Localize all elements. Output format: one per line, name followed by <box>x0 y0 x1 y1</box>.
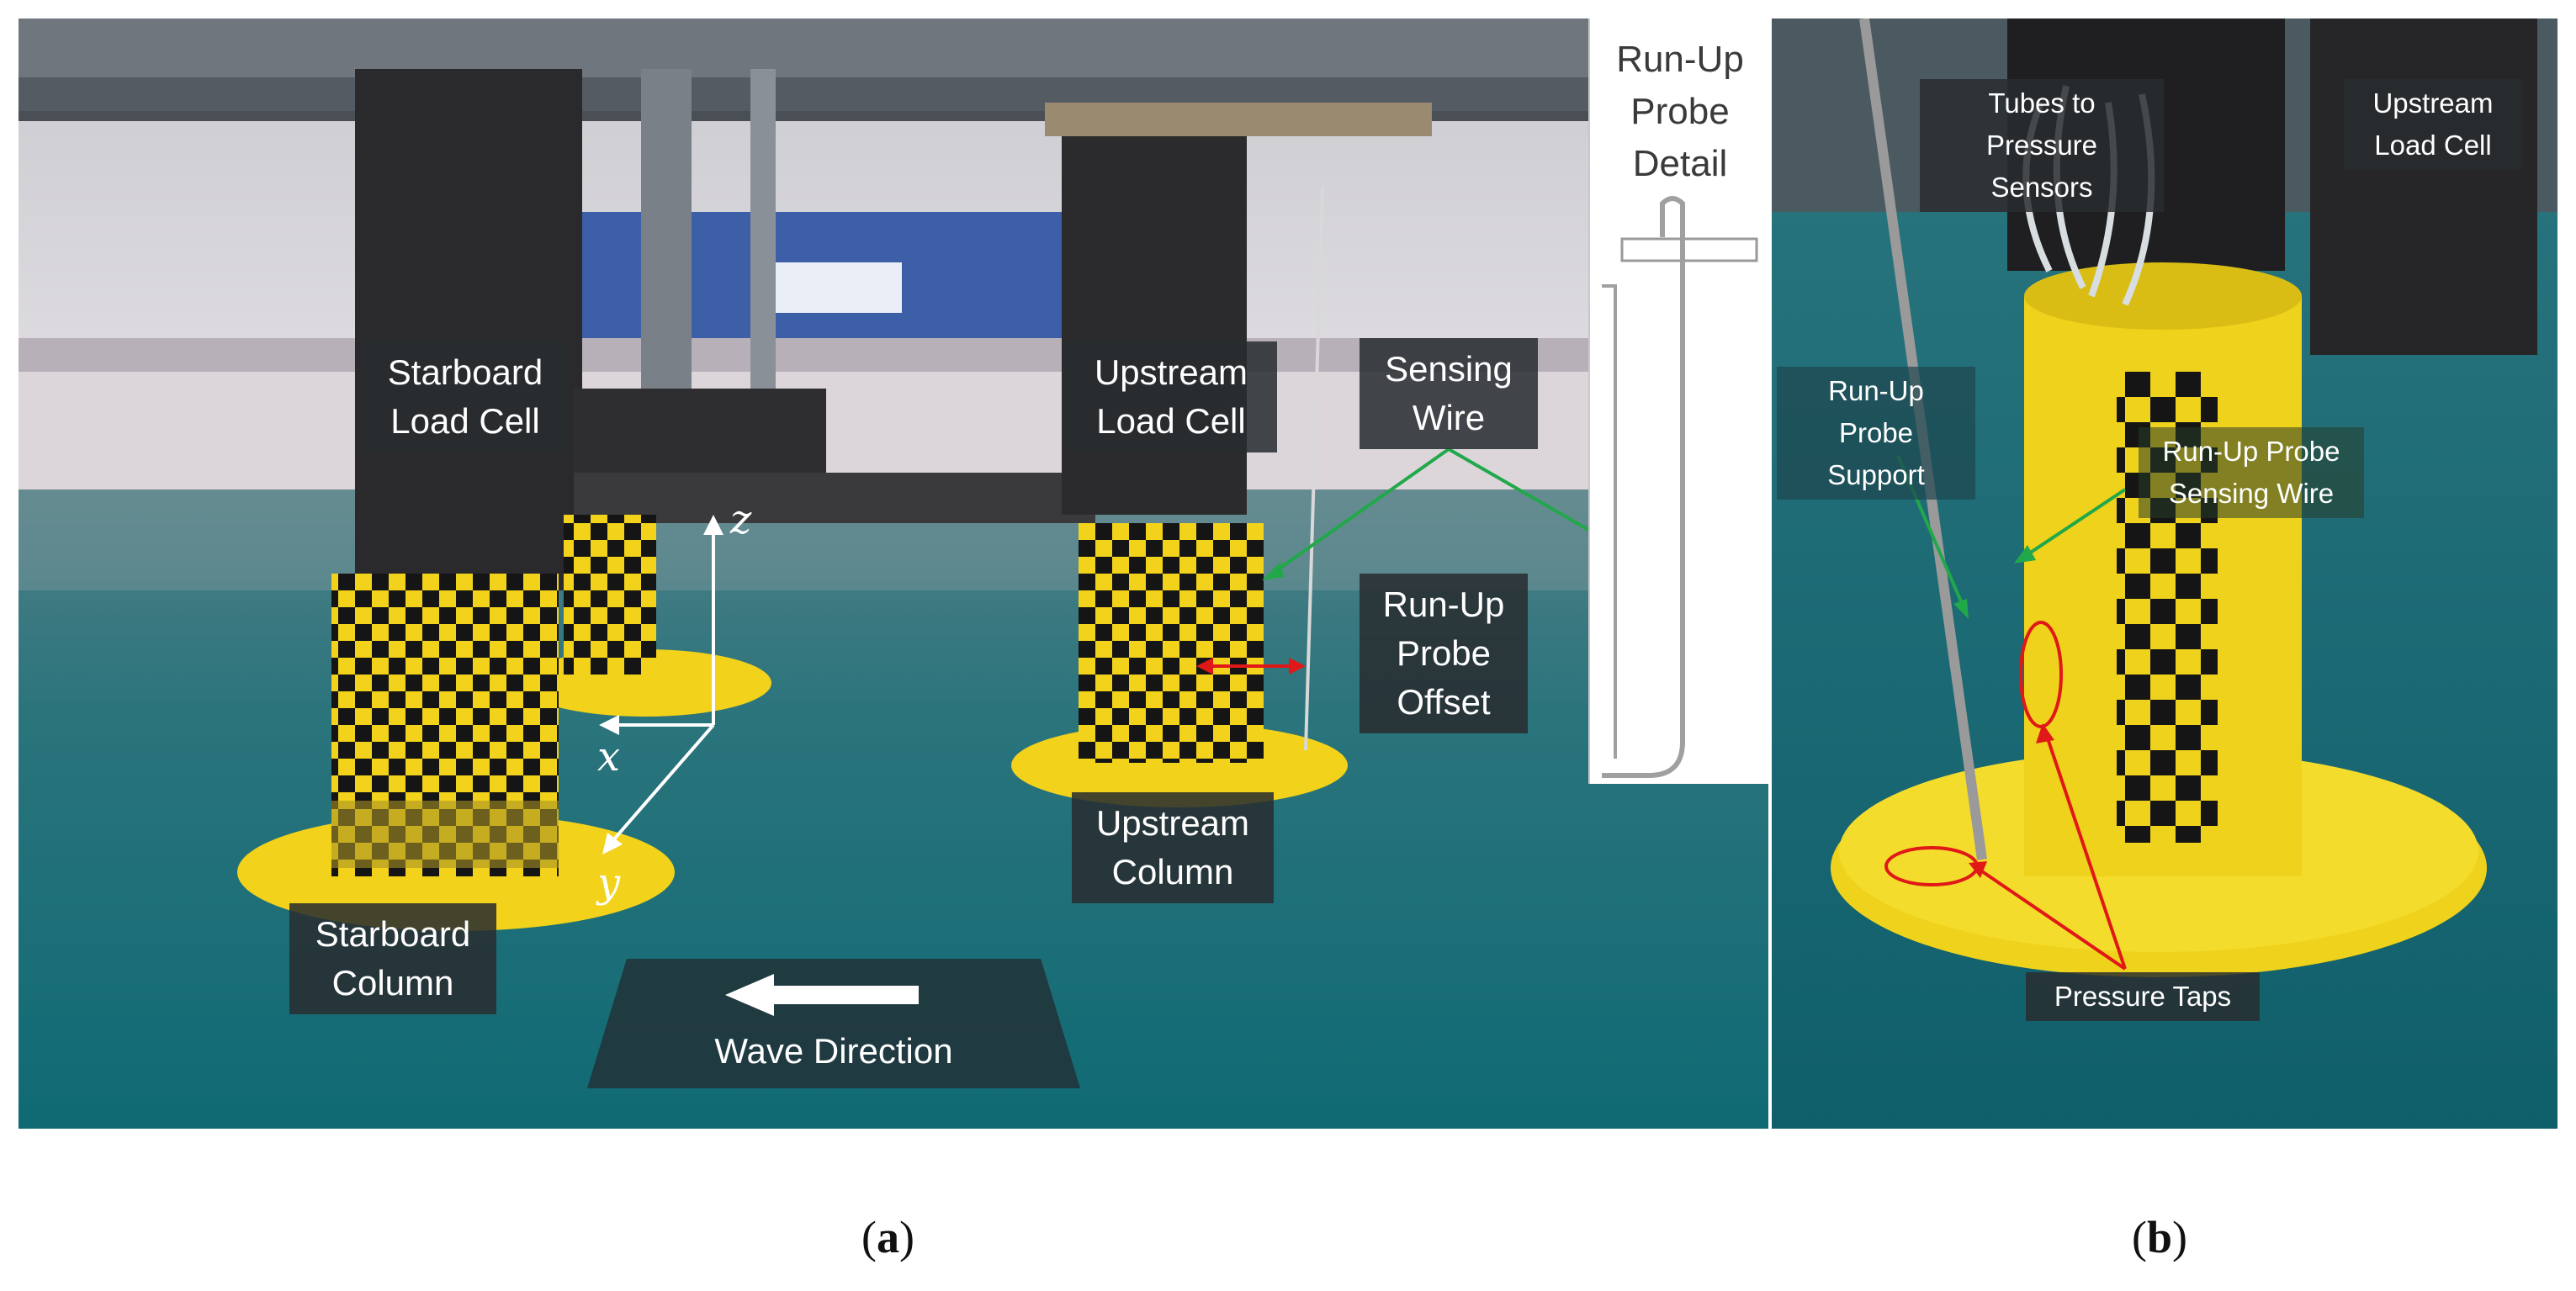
axis-y-label: y <box>597 860 621 907</box>
upstream-column <box>1079 523 1264 763</box>
pressure-tap-arrowheads <box>1969 723 2054 878</box>
label-upstream-column: Upstream Column <box>1072 792 1274 903</box>
label-starboard-column: Starboard Column <box>289 903 496 1014</box>
probe-detail-inset: Run-Up Probe Detail <box>1588 19 1768 784</box>
upstream-load-cell-housing <box>2310 19 2537 355</box>
label-upstream-load-cell-b: Upstream Load Cell <box>2344 79 2522 170</box>
axis-z-label: z <box>730 496 752 543</box>
label-runup-probe-sensing-wire: Run-Up Probe Sensing Wire <box>2139 427 2364 518</box>
label-wave-direction: Wave Direction <box>714 1031 953 1071</box>
label-sensing-wire: Sensing Wire <box>1360 338 1538 449</box>
column-closeup-photo <box>1772 19 2557 1129</box>
probe-detail-drawing <box>1602 196 1758 778</box>
coordinate-axes <box>599 515 724 854</box>
probe-detail-title: Run-Up Probe Detail <box>1616 39 1744 184</box>
label-tubes-to-pressure-sensors: Tubes to Pressure Sensors <box>1920 79 2164 212</box>
starboard-load-cell-block <box>355 69 582 590</box>
sensing-wire <box>1304 186 1324 751</box>
axis-x-label: x <box>597 733 621 780</box>
probe-offset-arrow <box>1196 658 1306 675</box>
label-starboard-load-cell: Starboard Load Cell <box>362 341 569 452</box>
photo-panel-b: Tubes to Pressure Sensors Upstream Load … <box>1772 19 2557 1129</box>
caption-b: (b) <box>2132 1212 2188 1262</box>
wave-direction-panel <box>587 959 1080 1088</box>
label-pressure-taps: Pressure Taps <box>2026 972 2260 1021</box>
label-upstream-load-cell: Upstream Load Cell <box>1065 341 1277 452</box>
caption-a: (a) <box>861 1212 914 1262</box>
wave-direction-arrow <box>725 974 919 1016</box>
photo-panel-a: Run-Up Probe Detail Starboard Load Cell … <box>19 19 1768 1129</box>
label-runup-probe-offset: Run-Up Probe Offset <box>1360 574 1528 733</box>
caption-a-letter: a <box>876 1212 899 1262</box>
frame-beam <box>574 473 1095 523</box>
upstream-load-cell-block <box>1062 136 1247 515</box>
label-runup-probe-support: Run-Up Probe Support <box>1777 367 1975 500</box>
caption-b-letter: b <box>2146 1212 2173 1262</box>
